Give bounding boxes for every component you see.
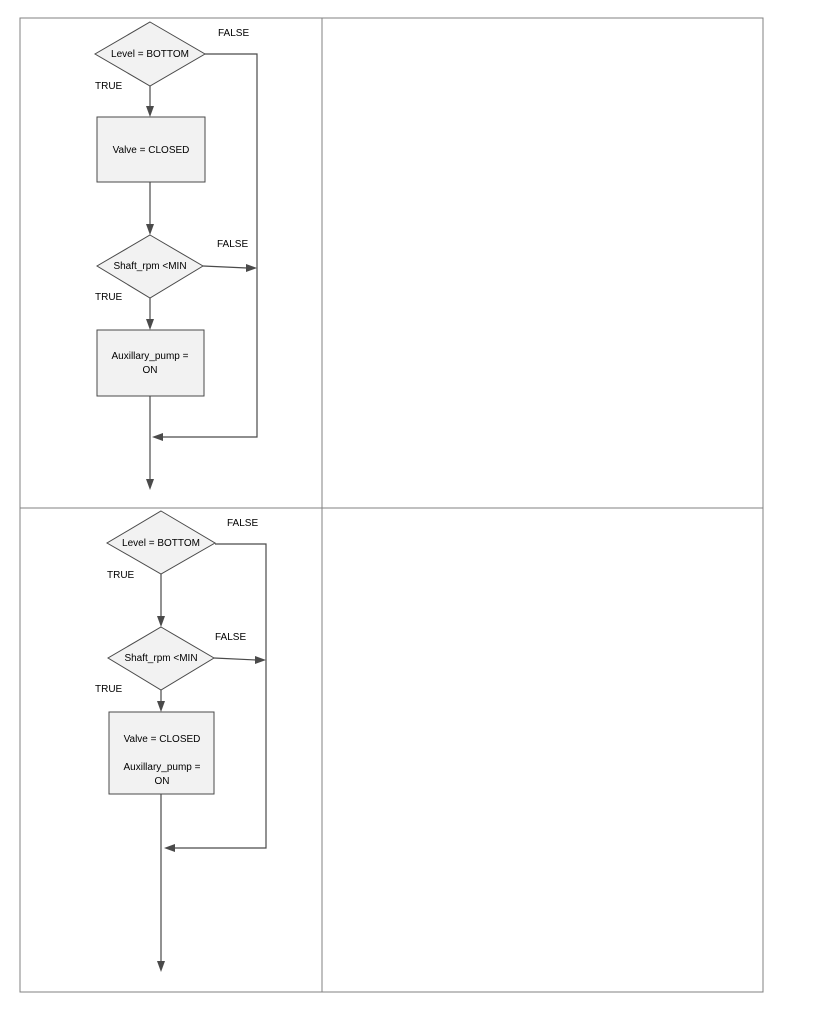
arrowhead-merge — [164, 844, 175, 852]
decision-label-shaft-rpm: Shaft_rpm <MIN — [124, 653, 197, 664]
arrowhead-p1-to-d2 — [146, 224, 154, 235]
table-outer-border — [19, 17, 764, 993]
connector-d1-false-path — [174, 543, 267, 849]
arrowhead-d1-to-p1 — [146, 106, 154, 117]
process-label-line-2: Auxillary_pump = — [124, 762, 201, 773]
false-label: FALSE — [217, 239, 248, 250]
arrowhead-d2-to-p1 — [157, 701, 165, 712]
decision-label-level: Level = BOTTOM — [122, 538, 200, 549]
false-label: FALSE — [215, 632, 246, 643]
decision-diamond-level — [94, 21, 206, 87]
arrowhead-d2-false — [246, 264, 257, 272]
process-label-line-3: ON — [155, 776, 170, 787]
arrowhead-d1-to-d2 — [157, 616, 165, 627]
flowchart-1: Level = BOTTOM FALSE TRUE Valve = CLOSED… — [94, 21, 258, 490]
process-box-valve-and-pump — [108, 711, 215, 795]
false-label: FALSE — [227, 518, 258, 529]
decision-label-shaft-rpm: Shaft_rpm <MIN — [113, 261, 186, 272]
false-label: FALSE — [218, 28, 249, 39]
process-label-line-2: ON — [143, 365, 158, 376]
process-label-line-1: Valve = CLOSED — [124, 734, 201, 745]
true-label: TRUE — [95, 684, 123, 695]
connector-d1-false-path — [162, 53, 258, 438]
arrowhead-d2-to-p2 — [146, 319, 154, 330]
process-box-valve — [96, 116, 206, 183]
decision-diamond-level — [106, 510, 216, 575]
flowchart-2: Level = BOTTOM FALSE TRUE Shaft_rpm <MIN… — [95, 510, 267, 972]
connector-d2-false-path — [213, 657, 257, 661]
decision-label-level: Level = BOTTOM — [111, 49, 189, 60]
true-label: TRUE — [95, 81, 123, 92]
arrowhead-merge — [152, 433, 163, 441]
process-label-line-1: Auxillary_pump = — [112, 351, 189, 362]
true-label: TRUE — [107, 570, 135, 581]
connector-d2-false-path — [202, 265, 248, 269]
arrowhead-exit — [146, 479, 154, 490]
decision-diamond-shaft-rpm — [96, 234, 204, 299]
table-grid — [19, 17, 764, 993]
process-box-auxillary-pump — [96, 329, 205, 397]
arrowhead-d2-false — [255, 656, 266, 664]
arrowhead-exit — [157, 961, 165, 972]
decision-diamond-shaft-rpm — [107, 626, 215, 691]
true-label: TRUE — [95, 292, 123, 303]
process-label-valve: Valve = CLOSED — [113, 145, 190, 156]
